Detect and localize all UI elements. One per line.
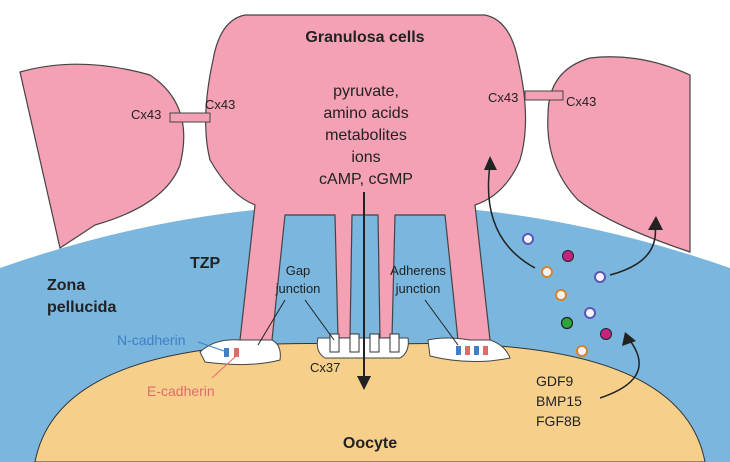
n-cadherin-leader <box>197 341 225 352</box>
factor-label-gdf9: GDF9 <box>536 373 574 389</box>
gap-junction-label-2: junction <box>275 281 321 296</box>
e-cadherin-marker-right <box>465 346 470 355</box>
factor-label-fgf8b: FGF8B <box>536 413 581 429</box>
tzp-label: TZP <box>190 255 221 272</box>
factor-dot-4 <box>594 271 606 283</box>
central-granulosa-cell <box>205 14 527 355</box>
secretion-arrow-right-head <box>648 216 663 230</box>
secretion-arrow-left <box>487 164 536 269</box>
factor-dot-5 <box>555 289 567 301</box>
cx43-label-right-b: Cx43 <box>566 94 596 109</box>
cx43-channel-right <box>524 90 564 101</box>
zona-label-line1: Zona <box>47 277 85 294</box>
n-cadherin-label: N-cadherin <box>117 332 185 348</box>
e-cadherin-leader <box>211 355 237 379</box>
e-cadherin-label: E-cadherin <box>147 383 215 399</box>
metabolite-label-4: ions <box>351 149 380 166</box>
factor-dot-7 <box>560 316 574 330</box>
right-granulosa-cell <box>547 56 691 253</box>
adherens-junction-label-1: Adherens <box>390 263 446 278</box>
n-cadherin-marker-right <box>456 346 461 355</box>
center-gap-pocket <box>316 337 409 359</box>
secretion-arrow-right <box>609 224 657 276</box>
gap-junction-label-1: Gap <box>286 263 311 278</box>
gap-junction-leader-1 <box>257 299 286 346</box>
cx37-block-1 <box>329 333 340 353</box>
metabolite-label-2: amino acids <box>323 105 408 122</box>
granulosa-cells-label: Granulosa cells <box>305 29 424 46</box>
left-granulosa-cell <box>19 63 185 249</box>
factor-dot-6 <box>584 307 596 319</box>
cx37-block-4 <box>389 333 400 353</box>
cx43-label-left-a: Cx43 <box>131 107 161 122</box>
cx43-label-right-a: Cx43 <box>488 90 518 105</box>
factor-dot-9 <box>576 345 588 357</box>
factor-dot-1 <box>522 233 534 245</box>
factor-dot-8 <box>600 328 612 340</box>
cx37-block-2 <box>349 333 360 353</box>
metabolite-label-5: cAMP, cGMP <box>319 171 413 188</box>
zona-label-line2: pellucida <box>47 299 116 316</box>
cx37-label: Cx37 <box>310 360 340 375</box>
factor-label-bmp15: BMP15 <box>536 393 582 409</box>
e-cadherin-marker-right-2 <box>483 346 488 355</box>
factor-dot-2 <box>562 250 574 262</box>
adherens-leader <box>424 299 459 346</box>
factor-arrow <box>599 337 640 399</box>
gap-junction-leader-2 <box>304 299 335 341</box>
left-tip-pocket <box>199 339 281 366</box>
metabolite-label-3: metabolites <box>325 127 407 144</box>
cx43-label-left-b: Cx43 <box>205 97 235 112</box>
e-cadherin-marker-left <box>234 348 239 357</box>
metabolite-label-1: pyruvate, <box>333 83 399 100</box>
adherens-junction-label-2: junction <box>395 281 441 296</box>
cx43-channel-left <box>169 112 211 123</box>
factor-arrow-head <box>622 332 636 346</box>
cx37-block-3 <box>369 333 380 353</box>
transport-arrow-head <box>357 376 371 390</box>
n-cadherin-marker-left <box>224 348 229 357</box>
secretion-arrow-left-head <box>484 156 497 170</box>
oocyte-label: Oocyte <box>343 435 397 452</box>
n-cadherin-marker-right-2 <box>474 346 479 355</box>
factor-dot-3 <box>541 266 553 278</box>
